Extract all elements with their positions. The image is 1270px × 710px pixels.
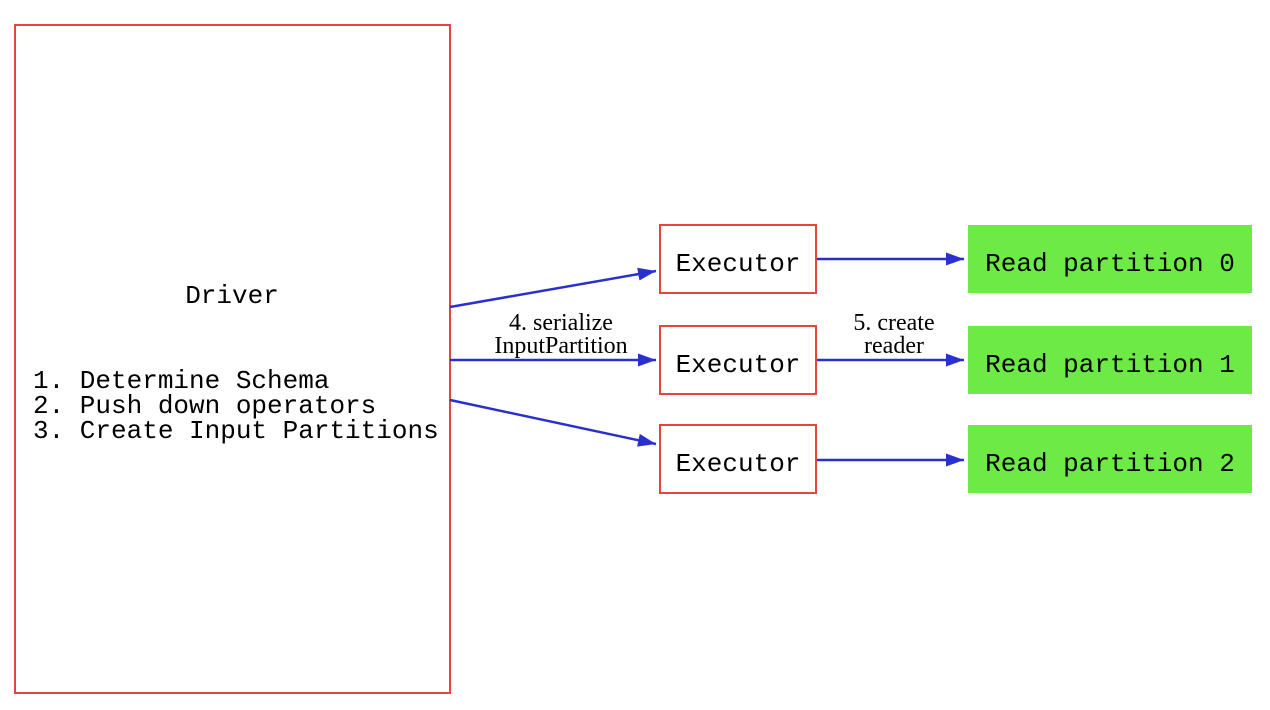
edge-driver-to-executor-0 [449, 267, 657, 309]
read-partition-label-2: Read partition 2 [985, 449, 1235, 479]
edge-label-serialize-line2: InputPartition [494, 333, 627, 359]
driver-box [14, 24, 451, 694]
driver-step-create-input-partitions: 3. Create Input Partitions [33, 416, 439, 446]
executor-box-1 [659, 325, 817, 395]
executor-label-2: Executor [676, 449, 801, 479]
driver-title: Driver [185, 281, 279, 311]
read-partition-box-1 [968, 326, 1252, 394]
executor-box-2 [659, 424, 817, 494]
edge-label-serialize-line1: 4. serialize [509, 310, 613, 336]
read-partition-box-2 [968, 425, 1252, 493]
driver-step-push-down-operators: 2. Push down operators [33, 391, 376, 421]
edge-label-create-reader-line1: 5. create [853, 310, 934, 336]
edge-label-create-reader-line2: reader [864, 333, 924, 359]
executor-box-0 [659, 224, 817, 294]
executor-label-1: Executor [676, 350, 801, 380]
read-partition-box-0 [968, 225, 1252, 293]
read-partition-label-0: Read partition 0 [985, 249, 1235, 279]
executor-label-0: Executor [676, 249, 801, 279]
edge-driver-to-executor-2 [449, 398, 657, 447]
read-partition-label-1: Read partition 1 [985, 350, 1235, 380]
driver-step-determine-schema: 1. Determine Schema [33, 366, 329, 396]
